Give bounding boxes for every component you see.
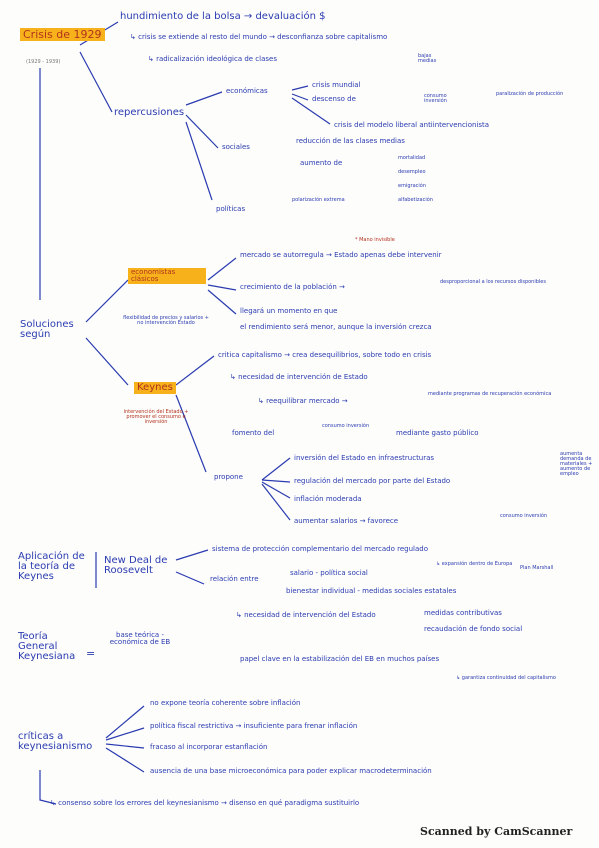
- newdeal-label: New Deal de Roosevelt: [104, 555, 168, 576]
- fomento-ci: consumo inversión: [322, 423, 370, 429]
- keynes-sub: intervención del Estado + promover el co…: [123, 409, 189, 425]
- crisis-modelo: crisis del modelo liberal antiintervenci…: [334, 121, 490, 129]
- propone-item-3: inflación moderada: [294, 495, 362, 503]
- clasicos-sub: flexibilidad de precios y salarios + no …: [123, 315, 209, 326]
- teoria-equals: =: [86, 647, 96, 660]
- necesidad-estado: ↳ necesidad de intervención del Estado: [236, 611, 376, 619]
- teoria-label: Teoría General Keynesiana: [18, 631, 76, 662]
- aumento-item-3: emigración: [398, 183, 426, 189]
- favorece-ci: consumo inversión: [500, 513, 548, 519]
- consumo-inversion: consumo inversión: [424, 93, 447, 104]
- llegara-momento: llegará un momento en que: [240, 307, 338, 315]
- sociales-label: sociales: [222, 143, 250, 151]
- polarizacion-extrema: polarización extrema: [292, 197, 345, 203]
- aumento-de: aumento de: [300, 159, 343, 167]
- clasicos-label: economistas clásicos: [128, 268, 206, 284]
- fomento-del: fomento del: [232, 429, 275, 437]
- economicas-label: económicas: [226, 87, 268, 95]
- recaudacion-fondo: recaudación de fondo social: [424, 625, 523, 633]
- papel-clave: papel clave en la estabilización del EB …: [240, 655, 440, 663]
- aumento-item-4: alfabetización: [398, 197, 433, 203]
- paralizacion-produccion: paralización de producción: [496, 91, 564, 97]
- plan-marshall: Plan Marshall: [520, 565, 554, 571]
- crisis-clases: bajas medias: [418, 53, 437, 64]
- teoria-base: base teórica - económica de EB: [109, 631, 171, 646]
- critica-item-1: no expone teoría coherente sobre inflaci…: [150, 699, 301, 707]
- programas-recuperacion: mediante programas de recuperación econó…: [428, 391, 552, 397]
- expansion-europa: ↳ expansión dentro de Europa: [436, 561, 513, 567]
- aumento-item-2: desempleo: [398, 169, 426, 175]
- crisis-hundimiento: hundimiento de la bolsa → devaluación $: [120, 11, 326, 22]
- reequilibrar-mercado: ↳ reequilibrar mercado →: [258, 397, 348, 405]
- critica-item-2: política fiscal restrictiva → insuficien…: [150, 722, 358, 730]
- relacion-entre: relación entre: [210, 575, 259, 583]
- criticas-label: críticas a keynesianismo: [18, 731, 93, 752]
- politicas-label: políticas: [216, 205, 246, 213]
- critica-item-4: ausencia de una base microeconómica para…: [150, 767, 432, 775]
- crisis-extiende: ↳ crisis se extiende al resto del mundo …: [130, 33, 388, 41]
- repercusiones-label: repercusiones: [114, 107, 185, 118]
- crisis-title: Crisis de 1929: [20, 28, 105, 41]
- aplicacion-label: Aplicación de la teoría de Keynes: [18, 551, 85, 582]
- side-note: aumenta demanda de materiales + aumento …: [560, 451, 593, 477]
- propone-item-4: aumentar salarios → favorece: [294, 517, 399, 525]
- gasto-publico: mediante gasto público: [396, 429, 479, 437]
- descenso-de: descenso de: [312, 95, 356, 103]
- bienestar-individual: bienestar individual - medidas sociales …: [286, 587, 457, 595]
- necesidad-intervencion: ↳ necesidad de intervención de Estado: [230, 373, 368, 381]
- propone-label: propone: [214, 473, 243, 481]
- mano-invisible-note: * Mano invisible: [355, 237, 395, 243]
- scanner-watermark: Scanned by CamScanner: [420, 825, 573, 838]
- crisis-dates: (1929 - 1939): [26, 59, 61, 65]
- salario-politica: salario - política social: [290, 569, 368, 577]
- crisis-radicalizacion: ↳ radicalización ideológica de clases: [148, 55, 277, 63]
- sistema-proteccion: sistema de protección complementario del…: [212, 545, 428, 553]
- rendimiento-menor: el rendimiento será menor, aunque la inv…: [240, 323, 432, 331]
- reduccion-clases: reducción de las clases medias: [296, 137, 405, 145]
- critica-item-3: fracaso al incorporar estanflación: [150, 743, 268, 751]
- critica-capitalismo: critica capitalismo → crea desequilibrio…: [218, 351, 432, 359]
- keynes-label: Keynes: [134, 382, 176, 394]
- garantia-capitalismo: ↳ garantiza continuidad del capitalismo: [456, 675, 556, 681]
- propone-item-2: regulación del mercado por parte del Est…: [294, 477, 451, 485]
- mercado-autorregula: mercado se autorregula → Estado apenas d…: [240, 251, 442, 259]
- consenso-errores: ↳ consenso sobre los errores del keynesi…: [50, 799, 360, 807]
- soluciones-label: Soluciones según: [20, 319, 74, 340]
- aumento-item-1: mortalidad: [398, 155, 426, 161]
- crisis-mundial: crisis mundial: [312, 81, 361, 89]
- medidas-contributivas: medidas contributivas: [424, 609, 502, 617]
- desproporcion: desproporcional a los recursos disponibl…: [440, 279, 546, 285]
- crecimiento-poblacion: crecimiento de la población →: [240, 283, 345, 291]
- propone-item-1: inversión del Estado en infraestructuras: [294, 454, 435, 462]
